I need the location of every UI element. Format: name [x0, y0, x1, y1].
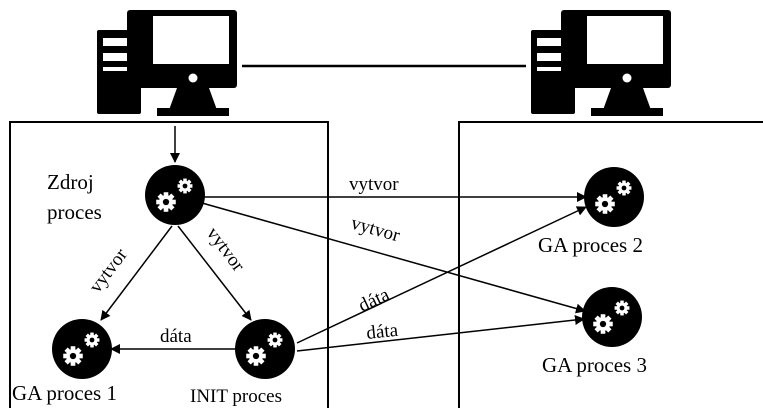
edge-label-create-top: vytvor	[349, 174, 399, 195]
edge-label-data-ga2: dáta	[355, 284, 393, 317]
edge-source-to-ga1	[100, 225, 173, 321]
init-process-gears-icon	[235, 319, 295, 379]
left-computer-icon	[97, 10, 237, 116]
right-machine-box	[458, 121, 763, 408]
edge-label-create-diagonal: vytvor	[349, 213, 403, 247]
ga-process-2-label: GA proces 2	[538, 233, 643, 257]
edge-label-create-right: vytvor	[202, 223, 249, 276]
source-process-gears-icon	[145, 165, 205, 225]
source-process-label-line1: Zdroj	[47, 170, 94, 194]
ga-process-1-label: GA proces 1	[12, 381, 117, 405]
edge-label-data-ga1: dáta	[160, 326, 192, 347]
edge-init-to-ga3	[296, 315, 585, 352]
ga-process-2-gears-icon	[584, 167, 644, 227]
init-process-label: INIT proces	[190, 386, 282, 407]
left-machine-box	[9, 121, 329, 408]
edge-source-to-ga3	[201, 202, 586, 314]
ga-process-3-label: GA proces 3	[542, 353, 647, 377]
edge-source-to-init	[177, 225, 252, 321]
source-process-label-line2: proces	[47, 200, 102, 224]
right-computer-icon	[531, 10, 671, 116]
ga-process-1-gears-icon	[52, 319, 112, 379]
edge-init-to-ga2	[296, 206, 587, 344]
ga-process-3-gears-icon	[582, 287, 642, 347]
edge-label-data-ga3: dáta	[365, 320, 399, 344]
